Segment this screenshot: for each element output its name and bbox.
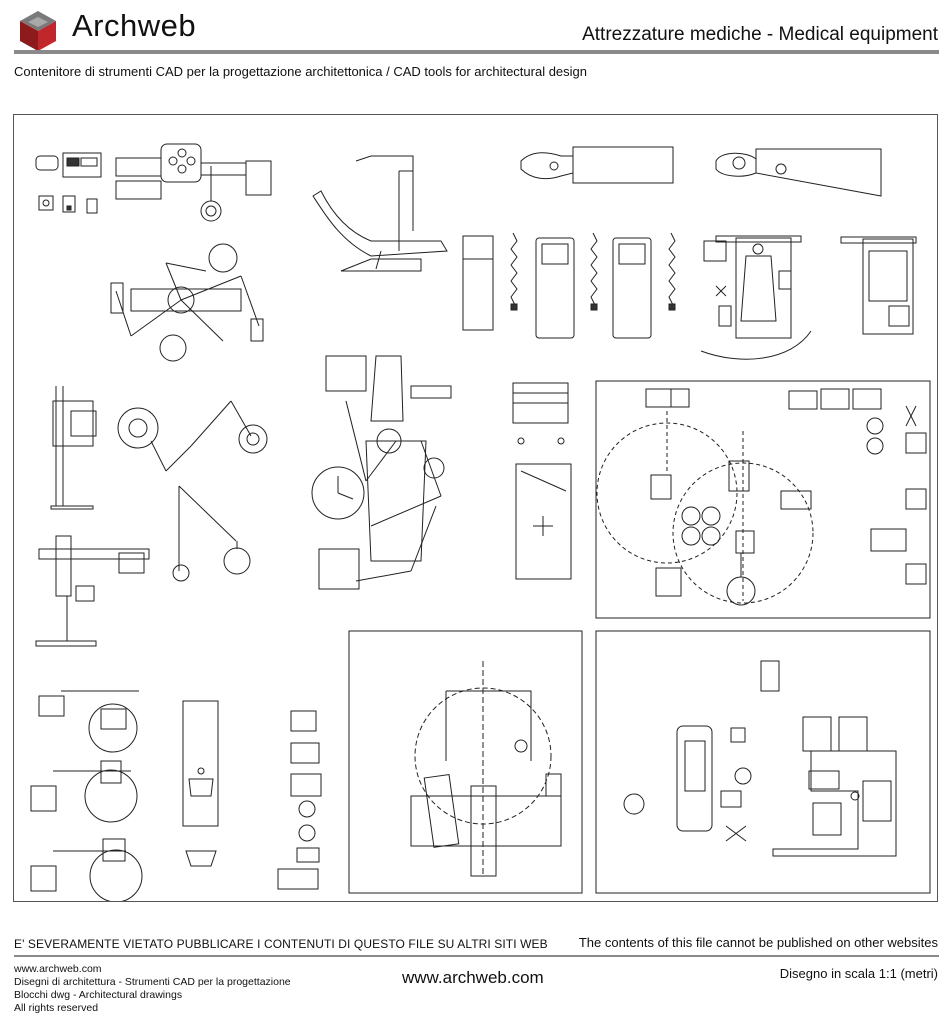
warning-english: The contents of this file cannot be publ… — [578, 935, 938, 950]
brand-name: Archweb — [72, 8, 197, 43]
patient-bed-top — [715, 148, 882, 197]
footer-line-dwg: Blocchi dwg - Architectural drawings — [14, 989, 183, 1001]
ceiling-lamp-arms — [115, 143, 272, 222]
header-divider — [14, 50, 939, 54]
small-equipment-stack — [277, 710, 322, 890]
sink-column — [182, 700, 219, 867]
xray-unit — [50, 386, 97, 510]
dental-clinic-plan — [623, 660, 897, 857]
small-monitor-devices — [35, 152, 102, 214]
warning-italian: E' SEVERAMENTE VIETATO PUBBLICARE I CONT… — [14, 937, 548, 951]
dental-chair-side — [312, 155, 448, 272]
operating-table-patient — [700, 235, 812, 360]
trolley — [512, 382, 569, 445]
operating-room-items — [645, 388, 927, 606]
operating-room-plan — [596, 411, 814, 604]
footer-divider — [14, 955, 939, 957]
page-title: Attrezzature mediche - Medical equipment — [582, 24, 938, 45]
cabinet-and-stretchers — [462, 232, 676, 339]
page-subtitle: Contenitore di strumenti CAD per la prog… — [14, 64, 588, 79]
surgical-light-arms — [110, 243, 264, 362]
floor-lamp — [172, 485, 251, 582]
dental-xray-plan — [410, 661, 562, 877]
site-link[interactable]: www.archweb.com — [402, 968, 544, 987]
footer-line-rights: All rights reserved — [14, 1002, 99, 1014]
footer-line-cad: Disegni di architettura - Strumenti CAD … — [14, 976, 291, 988]
scale-note: Disegno in scala 1:1 (metri) — [779, 966, 938, 981]
narrow-table — [840, 236, 917, 335]
drawing-frame — [13, 114, 938, 902]
stretcher-top — [520, 146, 674, 184]
panoramic-xray — [35, 535, 150, 647]
dental-unit-plan — [311, 355, 452, 590]
dental-arm-lamp — [117, 400, 268, 472]
ceiling-lamps-bottom — [30, 690, 143, 901]
archweb-logo-icon — [20, 11, 56, 51]
cad-drawing — [30, 143, 931, 901]
footer-link[interactable]: www.archweb.com — [14, 963, 102, 975]
treatment-bed — [515, 463, 572, 580]
